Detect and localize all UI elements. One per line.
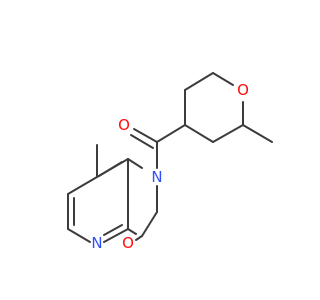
- bond-c6-n5: [67, 228, 91, 243]
- molecule-diagram: O N O O N: [67, 72, 273, 252]
- pyridine-nitrogen-label: N: [91, 234, 102, 252]
- bond-n5-c4a: [103, 228, 129, 243]
- bond-c8-c8-inner: [98, 161, 123, 177]
- bond-c3-o4: [135, 235, 143, 241]
- oxane-oxygen-label: O: [237, 81, 249, 99]
- bond-n5-c4a-inner: [103, 224, 123, 236]
- bond-c2ox-oox: [212, 72, 234, 86]
- bond-carbonyl-o: [133, 128, 158, 143]
- bond-c6ox-c5ox: [212, 124, 244, 143]
- bond-c2-c3: [141, 211, 158, 237]
- bond-carbonyl-o-inner: [130, 134, 154, 149]
- bond-c5ox-c4: [184, 124, 214, 143]
- bond-carbonyl-c4: [156, 124, 186, 143]
- atom-labels: O N O O N: [91, 81, 249, 252]
- bond-c6ox-methyl: [242, 124, 273, 143]
- carbonyl-oxygen-label: O: [118, 116, 130, 134]
- bond-c3ox-c2ox: [184, 72, 214, 91]
- bond-o4-c4a: [127, 228, 137, 235]
- bond-c8-c7: [67, 176, 98, 195]
- ring-oxygen-label: O: [122, 234, 134, 252]
- bond-c8a-n1: [127, 158, 143, 169]
- bonds: [67, 72, 273, 243]
- amide-nitrogen-label: N: [151, 168, 162, 186]
